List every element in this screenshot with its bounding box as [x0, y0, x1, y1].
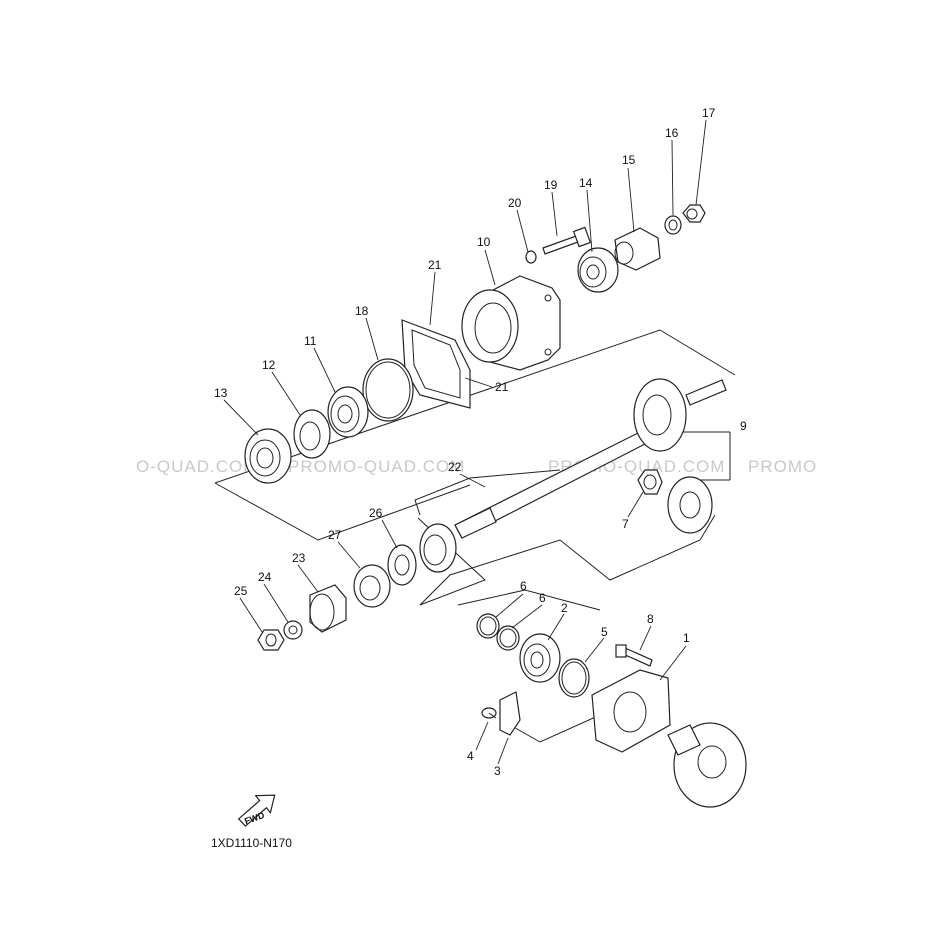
part-19-bolt: [542, 226, 592, 255]
watermark-text: O-QUAD.COM: [136, 457, 258, 476]
callout-1: 1: [683, 631, 690, 645]
part-5-circlip: [558, 658, 590, 698]
callout-11: 11: [304, 334, 317, 348]
part-6-shim: [496, 625, 520, 651]
part-27-seal: [353, 564, 391, 608]
part-20-washer: [525, 250, 537, 264]
part-4-screw: [481, 707, 497, 719]
callout-19: 19: [544, 178, 558, 192]
part-11-bearing: [327, 386, 369, 438]
callout-7: 7: [622, 517, 629, 531]
callout-23: 23: [292, 551, 306, 565]
callout-18: 18: [355, 304, 369, 318]
callout-22: 22: [448, 460, 462, 474]
leader-lines: [223, 119, 707, 765]
watermark-text: PROMO: [748, 457, 817, 476]
callout-16: 16: [665, 126, 679, 140]
part-2-bearing: [519, 633, 561, 683]
callout-26: 26: [369, 506, 383, 520]
part-26-bearing: [387, 523, 457, 586]
callout-15: 15: [622, 153, 636, 167]
part-16-washer: [664, 215, 682, 235]
part-18-o-ring: [362, 358, 414, 422]
callout-3: 3: [494, 764, 501, 778]
callout-14: 14: [579, 176, 593, 190]
callout-27: 27: [328, 528, 342, 542]
callout-21: 21: [495, 380, 509, 394]
part-25-nut: [257, 629, 285, 651]
callout-8: 8: [647, 612, 654, 626]
forward-arrow-icon: FWD: [237, 794, 276, 827]
part-3-bracket: [499, 691, 521, 736]
part-6-shim: [476, 613, 500, 639]
part-8-bolt: [615, 644, 653, 667]
callout-13: 13: [214, 386, 228, 400]
callout-12: 12: [262, 358, 276, 372]
part-23-needle-bearing: [309, 584, 347, 633]
drawing-code: 1XD1110-N170: [211, 836, 292, 850]
part-22-shaft: [454, 431, 646, 539]
callout-labels: 1 2 3 4 5 6 6 7 8 9 10 11 12 13 14 15 16…: [214, 106, 747, 778]
callout-17: 17: [702, 106, 716, 120]
callout-2: 2: [561, 601, 568, 615]
assembly-outline: [214, 329, 736, 743]
callout-6: 6: [520, 579, 527, 593]
part-15-sleeve: [614, 227, 661, 271]
callout-5: 5: [601, 625, 608, 639]
part-24-washer: [283, 620, 303, 640]
callout-25: 25: [234, 584, 248, 598]
gear: [667, 722, 747, 808]
watermark-text: PROMO-QUAD.COM: [288, 457, 465, 476]
part-12-coupling: [293, 409, 331, 459]
part-9-bevel-gear: [633, 378, 727, 534]
callout-21: 21: [428, 258, 442, 272]
part-10-housing: [461, 275, 561, 371]
part-17-nut: [682, 204, 706, 223]
callout-6: 6: [539, 591, 546, 605]
part-14-bearing: [577, 247, 619, 293]
callout-4: 4: [467, 749, 474, 763]
part-13-bearing: [244, 428, 292, 484]
callout-24: 24: [258, 570, 272, 584]
callout-20: 20: [508, 196, 522, 210]
part-1-housing: [591, 669, 671, 753]
callout-9: 9: [740, 419, 747, 433]
part-7-nut: [637, 469, 663, 495]
callout-10: 10: [477, 235, 491, 249]
